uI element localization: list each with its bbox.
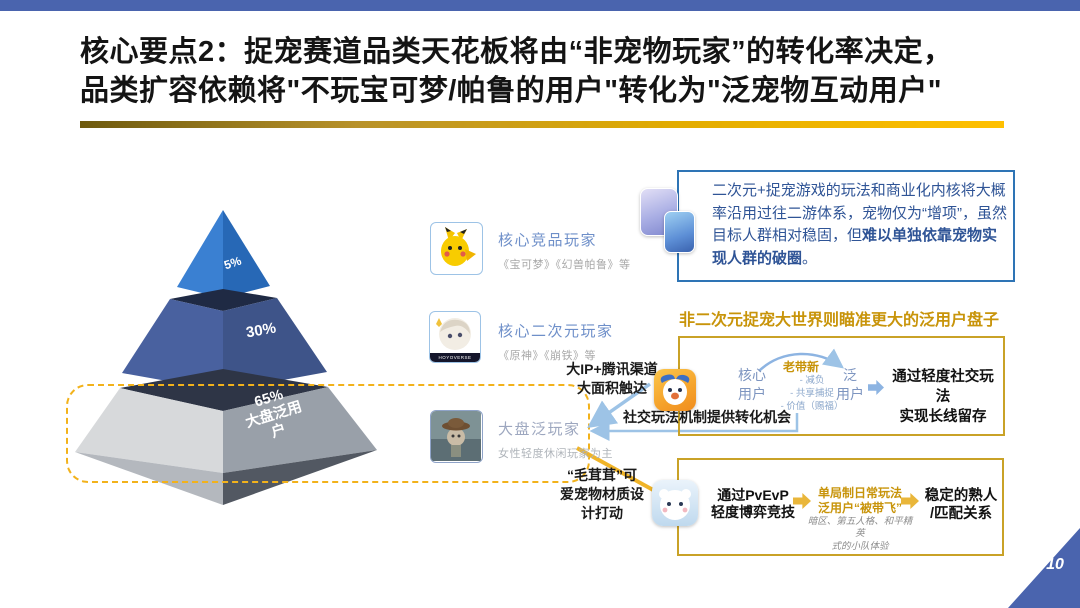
conversion-outcome: 通过轻度社交玩法 实现长线留存: [892, 369, 994, 425]
acg-insight-text: 二次元+捉宠游戏的玩法和商业化内核将大概率沿用过往二游体系，宠物仅为“增项”，虽…: [712, 182, 1007, 267]
segment-core-acg: 核心二次元玩家 《原神》《崩铁》等: [498, 320, 614, 363]
pyramid-tier2-left: [122, 299, 223, 391]
referral-items: - 减负 - 共享捕捉 - 价值（赐福）: [780, 375, 844, 412]
segment-label: 核心二次元玩家: [498, 323, 614, 340]
user-pyramid-graphic: [75, 210, 377, 505]
pvevp-right-text: 稳定的熟人 /匹配关系: [924, 488, 998, 522]
page-title-line1: 核心要点2：捉宠赛道品类天花板将由“非宠物玩家”的转化率决定，: [80, 36, 953, 68]
hoyoverse-app-icon: HOYOVERSE: [429, 311, 481, 363]
pyramid-shadow2: [120, 369, 328, 411]
fluffy-pet-icon: [659, 489, 691, 520]
segment-sub: 女性轻度休闲玩家为主: [498, 448, 613, 460]
social-game-app-icon: [654, 369, 696, 411]
casual-game-app-icon: [430, 410, 483, 463]
pvevp-left-text: 通过PvEvP 轻度博弈竞技: [711, 487, 795, 520]
page-title: 核心要点2：捉宠赛道品类天花板将由“非宠物玩家”的转化率决定， 品类扩容依赖将"…: [80, 33, 1020, 111]
pyramid-tier1-right: [223, 210, 270, 298]
segment-label: 大盘泛玩家: [498, 421, 581, 438]
pvevp-mid-text: 单局制日常玩法 泛用户“被带飞” 暗区、第五人格、和平精英 式的小队体验: [807, 486, 913, 552]
pyramid-tier2-right: [223, 298, 327, 391]
note-furry-design: “毛茸茸”可 爱宠物材质设 计打动: [560, 467, 644, 521]
segment-sub: 《宝可梦》《幻兽帕鲁》等: [498, 259, 631, 271]
pyramid-tier3-left: [75, 388, 223, 473]
pokemon-app-icon: [430, 222, 483, 275]
segment-sub: 《原神》《崩铁》等: [498, 350, 596, 362]
pan-user-dashed-zone: [66, 384, 590, 483]
mascot-icon: [660, 374, 690, 405]
pan-user-label: 泛 用户: [836, 367, 864, 402]
pyramid-tier3-right: [223, 387, 377, 473]
referral-title: 老带新: [782, 360, 819, 374]
hoyoverse-badge: HOYOVERSE: [430, 353, 480, 362]
hat-character-icon: [431, 411, 481, 461]
segment-core-competitor: 核心竞品玩家 《宝可梦》《幻兽帕鲁》等: [498, 229, 631, 272]
top-accent-bar: [0, 0, 1080, 11]
gold-divider: [80, 121, 1004, 128]
page-title-line2: 品类扩容依赖将"不玩宝可梦/帕鲁的用户"转化为"泛宠物互动用户": [80, 75, 943, 107]
segment-label: 核心竞品玩家: [498, 232, 598, 249]
note-ip-reach: 大IP+腾讯渠道 大面积触达: [566, 361, 658, 396]
pyramid-base-left: [75, 452, 223, 505]
page-number: 10: [1046, 556, 1064, 573]
segment-pan-casual: 大盘泛玩家 女性轻度休闲玩家为主: [498, 418, 613, 461]
fluffy-pet-app-icon: [652, 480, 698, 526]
anime-character-icon: [436, 318, 471, 350]
pan-user-heading: 非二次元捉宠大世界则瞄准更大的泛用户盘子: [679, 312, 1000, 329]
pikachu-icon: [441, 227, 476, 266]
acg-game-icon-2: [664, 211, 695, 253]
pyramid-tier1-left: [177, 210, 223, 298]
pyramid-base-right: [223, 450, 377, 505]
pyramid-shadow1: [170, 289, 277, 311]
